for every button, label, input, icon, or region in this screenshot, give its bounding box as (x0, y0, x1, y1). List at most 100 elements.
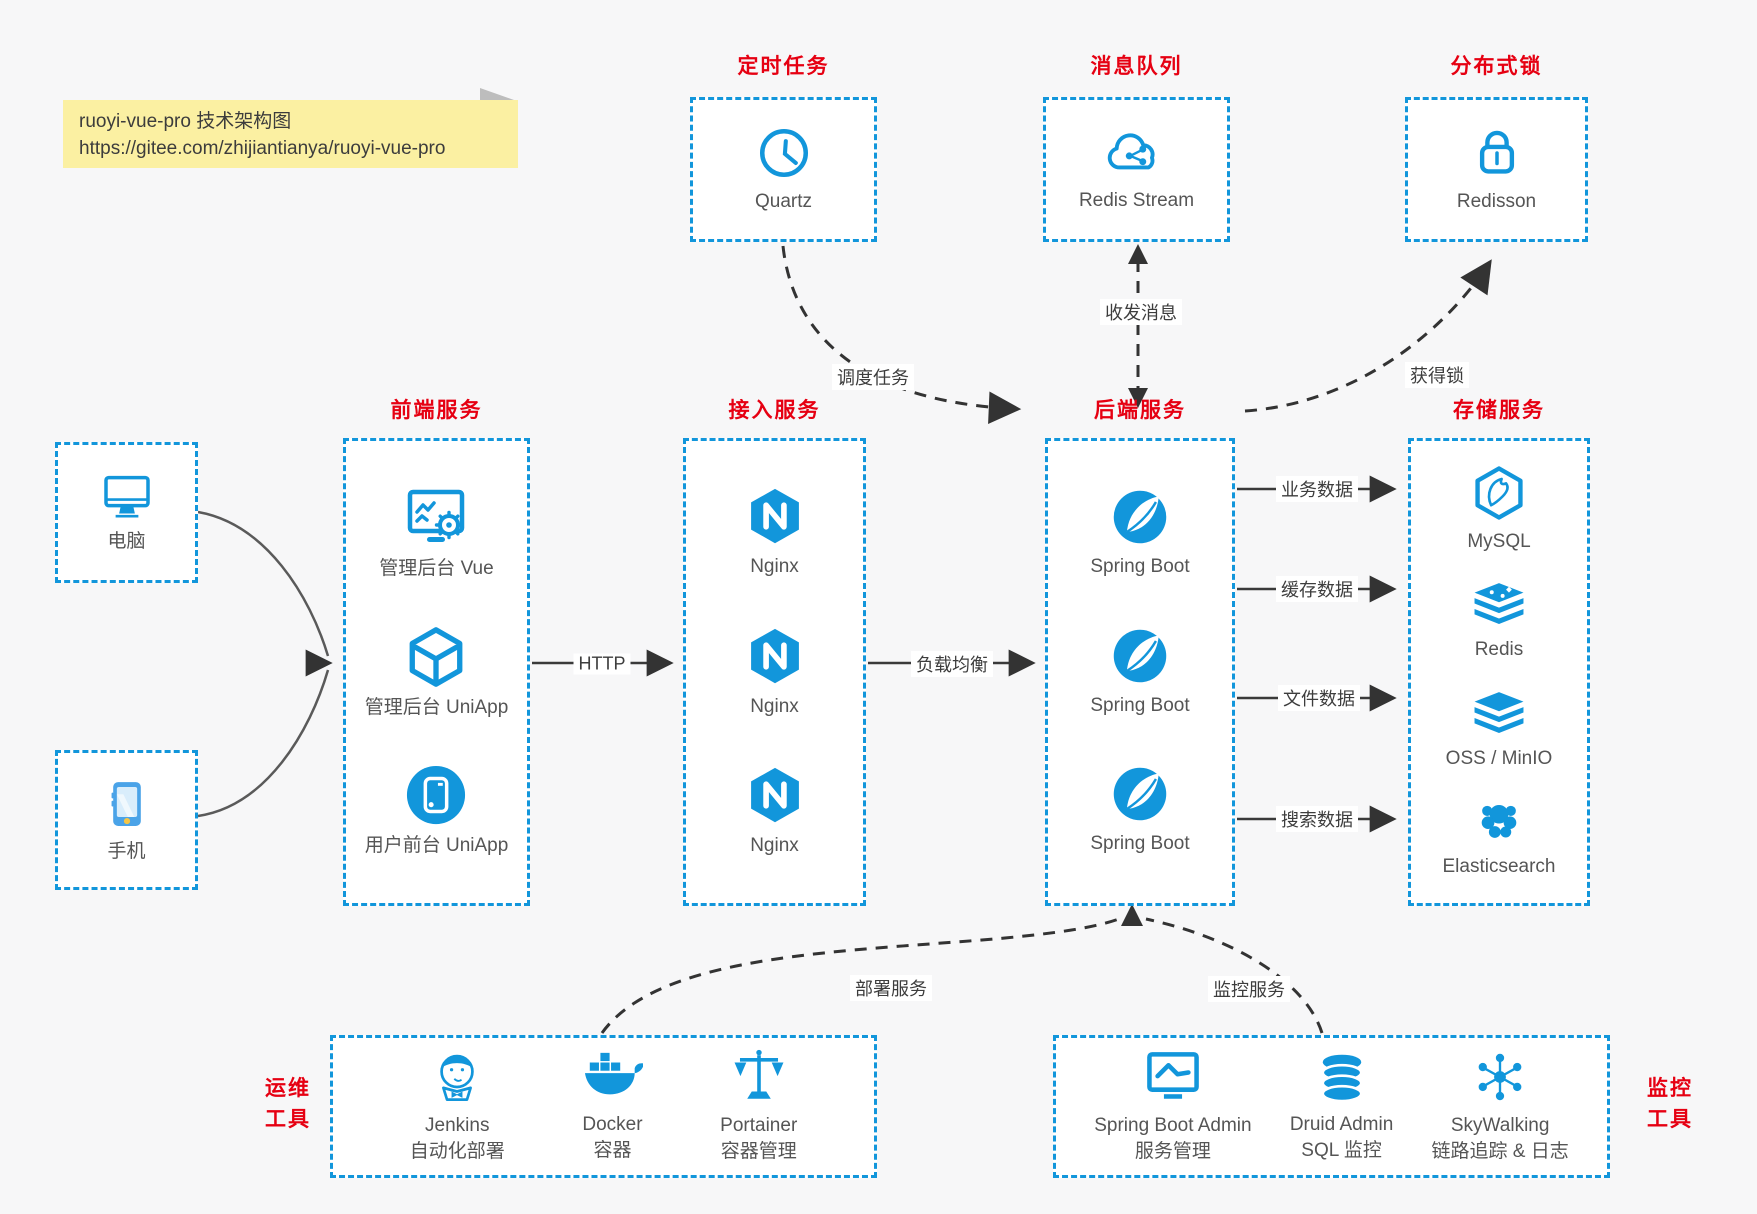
redis-stream-label: Redis Stream (1078, 190, 1195, 211)
ops-item-label1: Docker (582, 1114, 643, 1135)
cloud-share-icon (1108, 133, 1155, 170)
edge-pc-to-frontend (197, 510, 330, 657)
edge-label-search-data: 搜索数据 (1276, 806, 1358, 832)
uniapp-cube-icon (410, 626, 463, 687)
admin-vue-icon (408, 489, 465, 542)
backend-box: Spring Boot Spring Boot Spring Boot (1045, 438, 1235, 906)
ops-tools-side-line2: 工具 (265, 1108, 311, 1131)
ops-item-label2: 容器管理 (720, 1141, 797, 1162)
note-title: ruoyi-vue-pro 技术架构图 (79, 111, 292, 132)
mysql-icon (1475, 466, 1523, 520)
storage-item-mysql: MySQL (1467, 464, 1531, 555)
redis-stream-item: Redis Stream (1079, 125, 1194, 214)
frontend-item-user-uniapp: 用户前台 UniApp (365, 764, 508, 859)
edge-label-monitor-service: 监控服务 (1208, 976, 1290, 1002)
redisson-box: Redisson (1405, 97, 1588, 242)
jenkins-icon (440, 1054, 474, 1102)
redis-icon (1474, 583, 1524, 625)
storage-box: MySQL Redis OSS / MinIO (1408, 438, 1590, 906)
edge-label-schedule-task: 调度任务 (832, 364, 914, 390)
edge-label-cache-data: 缓存数据 (1276, 576, 1358, 602)
edge-label-file-data: 文件数据 (1278, 685, 1360, 711)
group-title-message-queue: 消息队列 (1090, 55, 1183, 78)
gateway-item-label: Nginx (750, 556, 799, 578)
gateway-item-nginx-3: Nginx (745, 764, 805, 859)
client-pc-item: 电脑 (99, 470, 155, 555)
docker-icon (585, 1052, 644, 1095)
note-url: https://gitee.com/zhijiantianya/ruoyi-vu… (79, 138, 446, 159)
ops-item-labels: Portainer 容器管理 (720, 1113, 797, 1165)
group-title-scheduled-tasks: 定时任务 (737, 55, 830, 78)
client-phone-box: 手机 (55, 750, 198, 890)
monitor-item-spring-boot-admin: Spring Boot Admin 服务管理 (1094, 1048, 1252, 1165)
user-app-icon (407, 766, 466, 825)
backend-item-spring-2: Spring Boot (1090, 626, 1190, 719)
monitor-item-labels: Spring Boot Admin 服务管理 (1094, 1113, 1251, 1165)
storage-item-elasticsearch: Elasticsearch (1443, 795, 1556, 880)
backend-item-label: Spring Boot (1090, 833, 1190, 855)
client-pc-label: 电脑 (107, 531, 146, 552)
frontend-item-admin-uniapp: 管理后台 UniApp (364, 626, 509, 721)
column-title-storage: 存储服务 (1453, 399, 1545, 422)
quartz-label: Quartz (754, 191, 813, 212)
ops-item-label1: Jenkins (425, 1115, 490, 1136)
quartz-item: Quartz (755, 124, 813, 215)
nginx-icon (750, 628, 799, 683)
ops-item-label2: 容器 (593, 1140, 632, 1161)
edge-monitor-line (1145, 917, 1324, 1034)
spring-boot-icon (1113, 768, 1167, 821)
edge-message-arrow-up (1128, 244, 1148, 264)
frontend-item-label: 管理后台 UniApp (364, 696, 509, 718)
druid-icon (1321, 1054, 1363, 1103)
storage-item-label: Elasticsearch (1442, 855, 1556, 877)
backend-item-spring-1: Spring Boot (1090, 487, 1190, 580)
monitor-item-labels: Druid Admin SQL 监控 (1290, 1112, 1394, 1164)
gateway-item-nginx-2: Nginx (745, 625, 805, 720)
edge-label-acquire-lock: 获得锁 (1405, 362, 1469, 388)
monitor-tools-side-line2: 工具 (1647, 1108, 1693, 1131)
monitor-item-skywalking: SkyWalking 链路追踪 & 日志 (1432, 1048, 1569, 1165)
backend-item-label: Spring Boot (1090, 555, 1190, 577)
storage-item-label: MySQL (1467, 531, 1531, 553)
spring-boot-admin-icon (1147, 1052, 1199, 1099)
group-title-distributed-lock: 分布式锁 (1450, 55, 1543, 78)
ops-item-docker: Docker 容器 (581, 1049, 644, 1164)
ops-tools-box: Jenkins 自动化部署 Docker 容器 (330, 1035, 877, 1178)
gateway-item-nginx-1: Nginx (745, 485, 805, 580)
monitor-item-label1: Druid Admin (1289, 1114, 1394, 1135)
storage-item-label: OSS / MinIO (1445, 747, 1553, 769)
monitor-item-druid: Druid Admin SQL 监控 (1290, 1049, 1394, 1164)
ops-item-labels: Docker 容器 (582, 1112, 642, 1164)
column-title-gateway: 接入服务 (728, 399, 821, 422)
storage-item-oss-minio: OSS / MinIO (1445, 687, 1553, 772)
edge-phone-to-frontend (197, 669, 330, 818)
column-title-backend: 后端服务 (1094, 399, 1186, 422)
ops-item-jenkins: Jenkins 自动化部署 (410, 1048, 505, 1165)
monitor-tools-side-label: 监控 工具 (1630, 1073, 1710, 1135)
frontend-box: 管理后台 Vue 管理后台 UniApp 用户前台 UniApp (343, 438, 530, 906)
spring-boot-icon (1113, 490, 1167, 543)
storage-item-redis: Redis (1470, 578, 1528, 663)
gateway-box: Nginx Nginx Nginx (683, 438, 866, 906)
monitor-item-label1: SkyWalking (1450, 1115, 1550, 1136)
minio-icon (1474, 691, 1524, 733)
skywalking-icon (1478, 1053, 1522, 1101)
monitor-item-label2: SQL 监控 (1301, 1140, 1382, 1161)
edge-schedule-line (781, 245, 1022, 424)
redisson-label: Redisson (1456, 191, 1537, 212)
edge-label-load-balance: 负载均衡 (911, 651, 993, 677)
monitor-item-label2: 服务管理 (1134, 1141, 1211, 1162)
client-pc-box: 电脑 (55, 442, 198, 583)
monitor-item-labels: SkyWalking 链路追踪 & 日志 (1432, 1113, 1569, 1165)
edge-message-arrow-down (1128, 388, 1148, 408)
nginx-icon (750, 489, 799, 544)
client-phone-label: 手机 (107, 840, 146, 862)
monitor-tools-side-line1: 监控 (1647, 1077, 1693, 1100)
ops-tools-side-line1: 运维 (265, 1077, 311, 1100)
ops-tools-side-label: 运维 工具 (248, 1073, 328, 1135)
elasticsearch-icon (1481, 804, 1517, 838)
portainer-icon (734, 1049, 784, 1099)
edge-label-business-data: 业务数据 (1276, 476, 1358, 502)
sticky-note-fold-corner (480, 88, 514, 100)
